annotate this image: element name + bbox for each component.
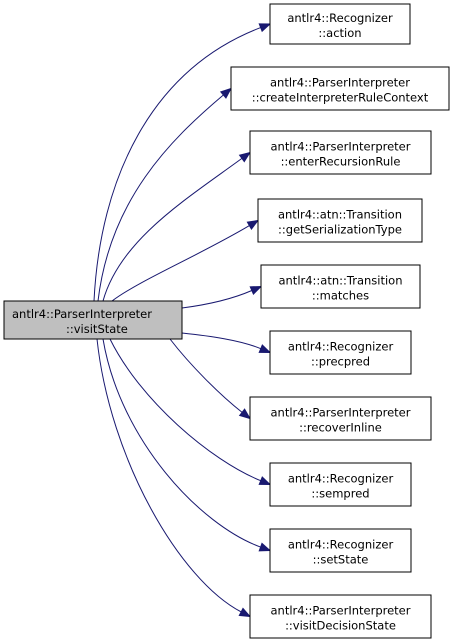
target-node-7-box (269, 462, 412, 507)
target-node-5-line2: ::precpred (311, 355, 370, 369)
edge-to-target-3 (111, 225, 250, 302)
target-node-3-box (257, 198, 423, 243)
target-node-9[interactable]: antlr4::ParserInterpreter::visitDecision… (249, 594, 432, 639)
target-node-8-line1: antlr4::Recognizer (288, 538, 394, 552)
target-node-4-line1: antlr4::atn::Transition (278, 274, 402, 288)
target-node-1[interactable]: antlr4::ParserInterpreter::createInterpr… (230, 66, 450, 111)
target-node-4-box (260, 264, 421, 309)
arrowhead-7 (258, 476, 272, 486)
target-node-6-box (249, 396, 432, 441)
edge-to-target-6 (169, 338, 243, 413)
target-node-0-line2: ::action (318, 26, 361, 40)
arrowhead-0 (258, 23, 272, 33)
edge-to-target-4 (181, 290, 253, 309)
target-node-3-line2: ::getSerializationType (278, 223, 402, 237)
target-node-4[interactable]: antlr4::atn::Transition::matches (260, 264, 421, 309)
edge-to-target-5 (181, 332, 261, 350)
target-node-6[interactable]: antlr4::ParserInterpreter::recoverInline (249, 396, 432, 441)
source-node-line2: ::visitState (66, 322, 128, 336)
arrowhead-5 (258, 344, 272, 354)
target-node-5-box (269, 330, 412, 375)
nodes-group: antlr4::ParserInterpreter::visitStateant… (3, 3, 450, 639)
target-node-8-box (269, 528, 412, 573)
edge-to-target-7 (109, 338, 261, 482)
edges-group (93, 23, 272, 618)
target-node-1-line2: ::createInterpreterRuleContext (252, 91, 429, 105)
target-node-1-line1: antlr4::ParserInterpreter (270, 76, 410, 90)
target-node-3[interactable]: antlr4::atn::Transition::getSerializatio… (257, 198, 423, 243)
edge-to-target-8 (102, 338, 261, 548)
target-node-9-line2: ::visitDecisionState (285, 619, 396, 633)
arrowhead-1 (219, 87, 233, 99)
arrowhead-8 (258, 542, 272, 552)
target-node-3-line1: antlr4::atn::Transition (278, 208, 402, 222)
source-node[interactable]: antlr4::ParserInterpreter::visitState (3, 300, 183, 340)
target-node-7-line1: antlr4::Recognizer (288, 472, 394, 486)
target-node-4-line2: ::matches (312, 289, 369, 303)
source-node-box (3, 300, 183, 340)
target-node-8[interactable]: antlr4::Recognizer::setState (269, 528, 412, 573)
target-node-1-box (230, 66, 450, 111)
target-node-2-line1: antlr4::ParserInterpreter (271, 140, 411, 154)
target-node-6-line1: antlr4::ParserInterpreter (271, 406, 411, 420)
target-node-9-box (249, 594, 432, 639)
target-node-0[interactable]: antlr4::Recognizer::action (269, 3, 411, 45)
target-node-5-line1: antlr4::Recognizer (288, 340, 394, 354)
target-node-6-line2: ::recoverInline (299, 421, 382, 435)
source-node-line1: antlr4::ParserInterpreter (12, 307, 152, 321)
target-node-0-box (269, 3, 411, 45)
target-node-9-line1: antlr4::ParserInterpreter (271, 604, 411, 618)
target-node-8-line2: ::setState (313, 553, 369, 567)
arrowhead-9 (238, 607, 252, 618)
target-node-2[interactable]: antlr4::ParserInterpreter::enterRecursio… (249, 130, 432, 175)
arrowhead-4 (249, 285, 263, 296)
target-node-0-line1: antlr4::Recognizer (287, 11, 393, 25)
target-node-7-line2: ::sempred (311, 487, 369, 501)
target-node-7[interactable]: antlr4::Recognizer::sempred (269, 462, 412, 507)
edge-to-target-0 (93, 27, 261, 302)
edge-to-target-2 (102, 157, 243, 302)
target-node-2-box (249, 130, 432, 175)
edge-to-target-1 (97, 94, 224, 302)
arrowhead-2 (238, 151, 252, 163)
arrowhead-6 (238, 408, 252, 420)
edge-to-target-9 (96, 338, 242, 613)
target-node-5[interactable]: antlr4::Recognizer::precpred (269, 330, 412, 375)
target-node-2-line2: ::enterRecursionRule (281, 155, 401, 169)
arrowhead-3 (246, 219, 260, 230)
